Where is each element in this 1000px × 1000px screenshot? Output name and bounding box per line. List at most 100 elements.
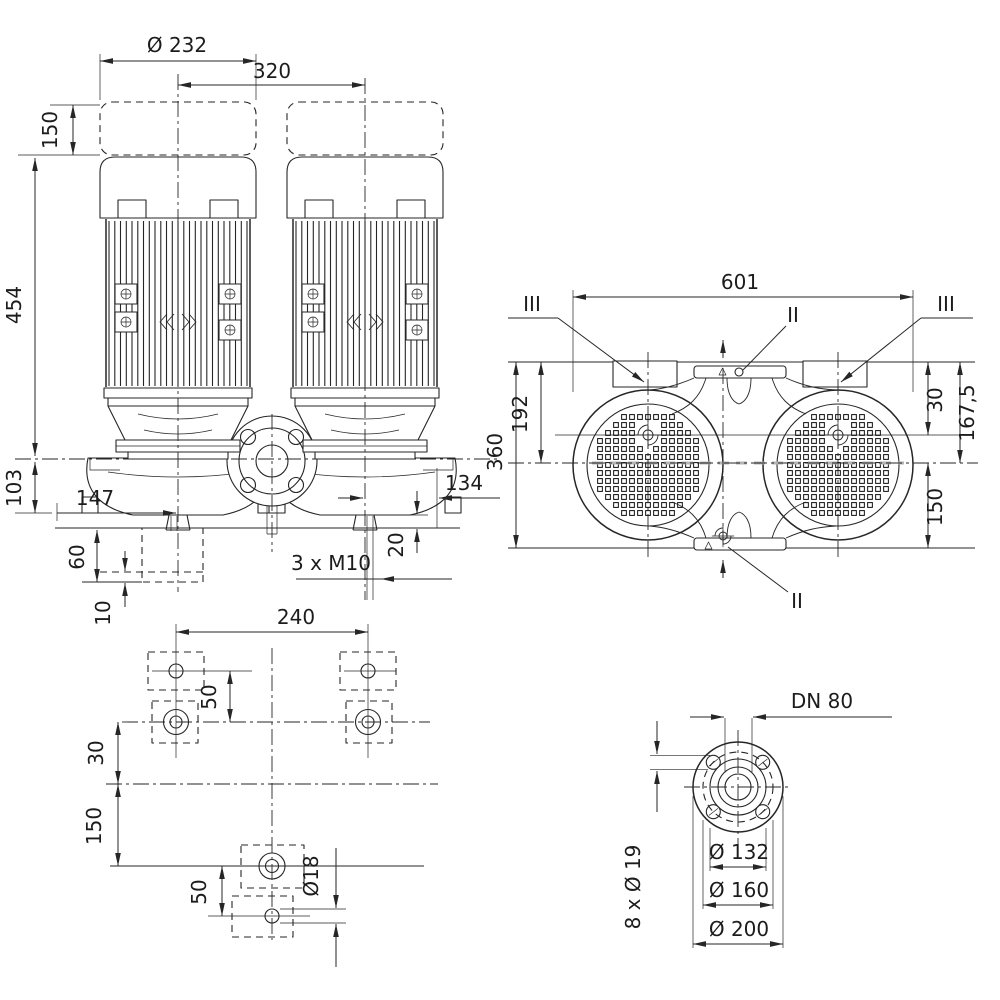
grille-hole xyxy=(875,454,881,460)
grille-hole xyxy=(661,510,667,516)
dim-label-axis-to-flange: 150 xyxy=(923,488,947,526)
anchor-plate xyxy=(240,844,305,889)
grille-hole xyxy=(787,486,793,492)
dim-label-motor-spacing: 320 xyxy=(253,59,291,83)
grille-hole xyxy=(811,430,817,436)
grille-hole xyxy=(819,462,825,468)
grille-hole xyxy=(637,446,643,452)
grille-hole xyxy=(685,478,691,484)
grille-hole xyxy=(819,430,825,436)
dim-label-axis-to-back: 167,5 xyxy=(955,384,979,441)
top-view: 601 360 192 30 167,5 150 III III II II xyxy=(483,270,979,613)
foundation-view: 240 xyxy=(82,605,438,967)
grille-hole xyxy=(661,470,667,476)
terminal-box xyxy=(802,360,868,388)
grille-hole xyxy=(827,478,833,484)
grille-hole xyxy=(795,478,801,484)
anchor-hole-big xyxy=(258,852,286,880)
grille-hole xyxy=(629,510,635,516)
grille-hole xyxy=(677,486,683,492)
grille-hole xyxy=(851,446,857,452)
grille-hole xyxy=(811,422,817,428)
grille-hole xyxy=(843,414,849,420)
grille-hole xyxy=(859,470,865,476)
pump-foot xyxy=(444,496,462,514)
grille-hole xyxy=(661,414,667,420)
dim-label-depth-total: 360 xyxy=(483,433,507,471)
drain-plug xyxy=(170,516,178,531)
ext-line xyxy=(650,754,710,770)
grille-hole xyxy=(677,454,683,460)
ext-line xyxy=(702,820,774,909)
grille-hole xyxy=(795,430,801,436)
motor-right xyxy=(286,101,444,460)
grille-hole xyxy=(613,430,619,436)
grille-hole xyxy=(669,478,675,484)
grille-hole xyxy=(867,446,873,452)
dim-label-raised-face: Ø 132 xyxy=(709,840,769,864)
grille-hole xyxy=(859,486,865,492)
grille-hole xyxy=(677,494,683,500)
grille-hole xyxy=(883,454,889,460)
grille-hole xyxy=(867,486,873,492)
grille-hole xyxy=(693,454,699,460)
grille-hole xyxy=(605,438,611,444)
bore-ext-line xyxy=(724,718,753,772)
grille-hole xyxy=(629,446,635,452)
grille-hole xyxy=(851,454,857,460)
grille-hole xyxy=(819,510,825,516)
grille-hole xyxy=(859,430,865,436)
bolt-hole xyxy=(287,476,305,494)
grille-hole xyxy=(859,414,865,420)
dim-label-fan-offset: 30 xyxy=(923,387,947,412)
dim-label-grout: 10 xyxy=(91,600,115,625)
grille-hole xyxy=(803,502,809,508)
grille-hole xyxy=(669,446,675,452)
grille-hole xyxy=(819,502,825,508)
casing-branch-top xyxy=(649,377,837,415)
grille-hole xyxy=(677,438,683,444)
grille-hole xyxy=(621,438,627,444)
grille-hole xyxy=(859,422,865,428)
grille-hole xyxy=(795,494,801,500)
grille-hole xyxy=(605,478,611,484)
grille-hole xyxy=(867,470,873,476)
grille-hole xyxy=(787,446,793,452)
grille-hole xyxy=(669,430,675,436)
fan-grille-left xyxy=(597,414,699,516)
grille-hole xyxy=(629,430,635,436)
front-view: Ø 232 320 150 454 103 147 134 60 10 xyxy=(2,33,500,626)
grille-hole xyxy=(883,438,889,444)
grille-hole xyxy=(843,502,849,508)
grille-hole xyxy=(835,478,841,484)
grille-hole xyxy=(669,414,675,420)
dim-label-height-above: 454 xyxy=(2,286,26,324)
motor-body-side xyxy=(292,219,438,387)
grille-hole xyxy=(613,446,619,452)
grille-hole xyxy=(605,486,611,492)
cowl-tab xyxy=(396,199,426,219)
grille-hole xyxy=(875,462,881,468)
grille-hole xyxy=(819,422,825,428)
grille-hole xyxy=(653,494,659,500)
grille-hole xyxy=(795,470,801,476)
grille-hole xyxy=(875,438,881,444)
grille-hole xyxy=(685,430,691,436)
grille-hole xyxy=(645,478,651,484)
grille-hole xyxy=(851,478,857,484)
grille-hole xyxy=(669,486,675,492)
grille-hole xyxy=(859,478,865,484)
dim-label-removal-space: 150 xyxy=(38,111,62,149)
grille-hole xyxy=(819,494,825,500)
grille-hole xyxy=(597,470,603,476)
grille-hole xyxy=(677,446,683,452)
grille-hole xyxy=(693,470,699,476)
grille-hole xyxy=(661,494,667,500)
grille-hole xyxy=(637,494,643,500)
anchor-group-upper-right xyxy=(339,651,397,744)
grille-hole xyxy=(859,502,865,508)
grille-hole xyxy=(859,454,865,460)
vent-mark xyxy=(718,367,727,376)
dim-label-drain-offset: 147 xyxy=(76,486,114,510)
anchor-hole-big xyxy=(162,708,190,736)
